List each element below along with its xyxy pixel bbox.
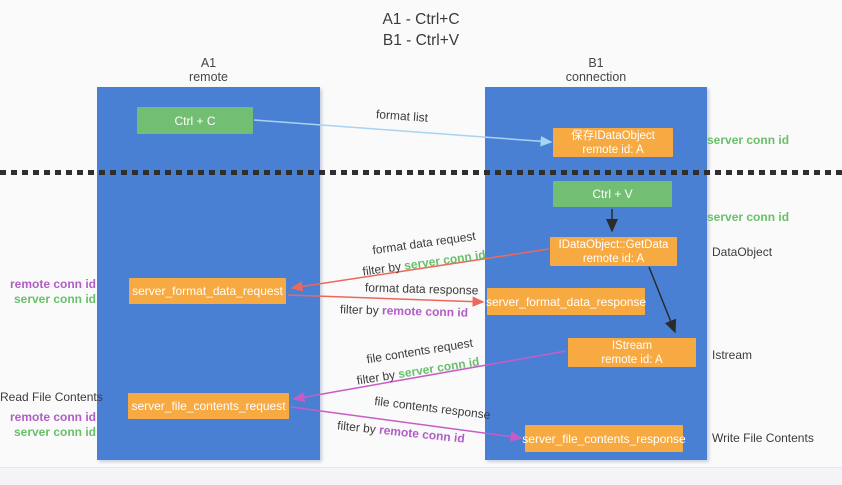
left-server-conn-id-bottom: server conn id [13, 425, 96, 439]
server-format-data-response-node: server_format_data_response [485, 288, 647, 315]
filter-by-text: filter by [336, 418, 377, 437]
istream-node: IStream remote id: A [568, 338, 696, 367]
server-format-data-request-label: server_format_data_request [132, 284, 283, 298]
diagram-title: A1 - Ctrl+C B1 - Ctrl+V [0, 9, 842, 51]
right-write-file-contents-label: Write File Contents [712, 431, 814, 445]
server-file-contents-response-label: server_file_contents_response [522, 431, 686, 446]
remote-conn-id-key: remote conn id [381, 303, 469, 320]
left-remote-conn-id-bottom: remote conn id [9, 410, 96, 424]
save-idataobject-node: 保存IDataObject remote id: A [553, 128, 673, 157]
ctrl-c-node: Ctrl + C [137, 107, 253, 134]
save-idataobject-line2: remote id: A [582, 143, 644, 156]
right-istream-label: Istream [712, 348, 753, 362]
filter-by-text: filter by [361, 259, 402, 279]
server-format-data-response-label: server_format_data_response [485, 294, 647, 309]
footer-strip [0, 467, 842, 485]
left-conn-id-group-top: remote conn id server conn id [0, 277, 96, 307]
column-a-id: A1 [200, 56, 217, 70]
format-data-response-edge-label: format data response [364, 280, 479, 298]
getdata-node: IDataObject::GetData remote id: A [550, 237, 677, 266]
right-server-conn-id-mid: server conn id [707, 210, 790, 224]
left-remote-conn-id-top: remote conn id [9, 277, 96, 291]
read-file-contents-text: Read File Contents [0, 390, 103, 404]
server-file-contents-request-label: server_file_contents_request [131, 399, 286, 413]
filter-by-text: filter by [355, 367, 397, 388]
save-idataobject-line1: 保存IDataObject [571, 129, 655, 142]
file-contents-response-filter-label: filter by remote conn id [337, 418, 466, 445]
getdata-line1: IDataObject::GetData [558, 238, 669, 251]
column-b-role: connection [565, 70, 627, 84]
title-line-2: B1 - Ctrl+V [382, 32, 460, 49]
istream-line1: IStream [611, 339, 653, 352]
ctrl-c-label: Ctrl + C [174, 113, 216, 128]
getdata-line2: remote id: A [582, 252, 645, 265]
filter-by-text: filter by [339, 302, 379, 318]
right-dataobject-label: DataObject [712, 245, 773, 259]
column-a-header: A1 remote [97, 56, 320, 84]
phase-divider-dotted-line [0, 170, 842, 175]
left-read-file-contents-label: Read File Contents [0, 390, 103, 405]
remote-conn-id-key: remote conn id [378, 422, 466, 446]
server-file-contents-request-node: server_file_contents_request [128, 393, 289, 419]
left-server-conn-id-top: server conn id [13, 292, 96, 306]
server-format-data-request-node: server_format_data_request [129, 278, 286, 304]
title-line-1: A1 - Ctrl+C [382, 11, 460, 28]
right-server-conn-id-top: server conn id [707, 133, 790, 147]
file-contents-response-edge-label: file contents response [373, 393, 492, 423]
ctrl-v-node: Ctrl + V [553, 181, 672, 207]
left-conn-id-group-bottom: remote conn id server conn id [0, 410, 96, 440]
column-b-header: B1 connection [485, 56, 707, 84]
format-data-response-filter-label: filter by remote conn id [340, 302, 468, 319]
istream-line2: remote id: A [601, 353, 663, 366]
format-list-edge-label: format list [375, 107, 429, 125]
server-file-contents-response-node: server_file_contents_response [522, 425, 686, 452]
ctrl-v-label: Ctrl + V [592, 187, 633, 201]
column-b-id: B1 [588, 56, 604, 70]
column-a-role: remote [189, 70, 228, 84]
